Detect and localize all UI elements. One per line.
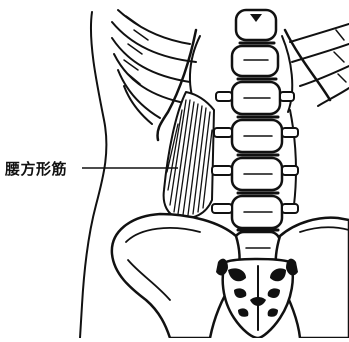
pelvis	[112, 214, 349, 338]
body-outline-left	[80, 12, 106, 338]
muscle-label: 腰方形筋	[5, 158, 67, 179]
muscle-right-outline	[290, 110, 296, 205]
lumbar-spine	[232, 10, 282, 262]
transverse-processes-left	[212, 92, 232, 213]
quadratus-lumborum-muscle	[164, 92, 214, 218]
